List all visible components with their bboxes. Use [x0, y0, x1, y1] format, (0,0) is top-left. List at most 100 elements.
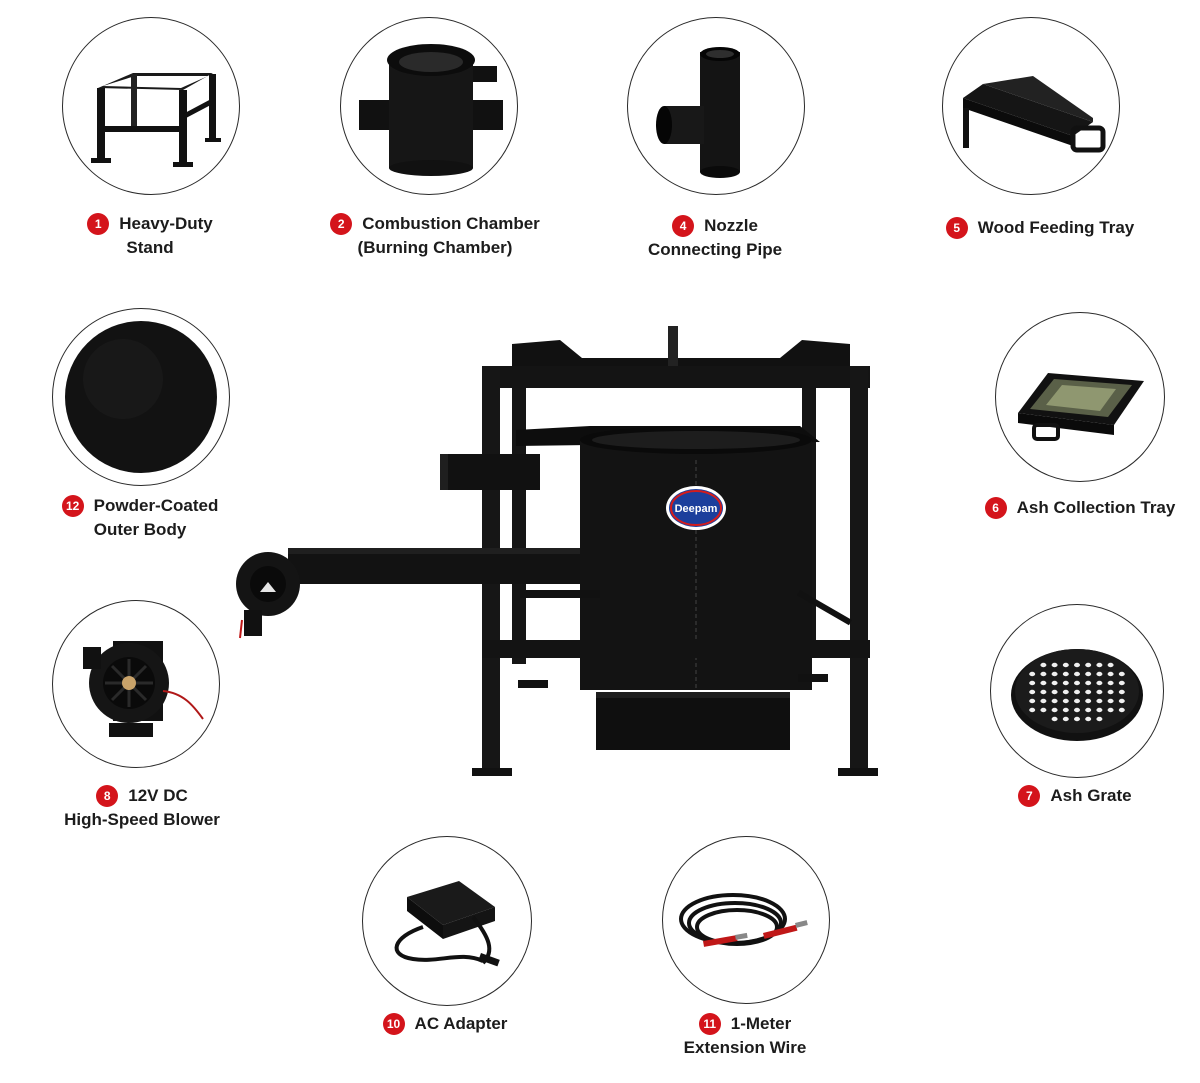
grate-hole: [1085, 698, 1092, 704]
caption-line1: 1-Meter: [730, 1014, 792, 1033]
grate-hole: [1118, 707, 1125, 713]
stand-icon: [62, 17, 240, 195]
grate-hole: [1051, 707, 1058, 713]
ash-tray-icon: [995, 312, 1165, 482]
badge-number: 4: [672, 215, 695, 237]
caption-line2: Extension Wire: [683, 1038, 807, 1057]
feeding-tray-icon: [942, 17, 1120, 195]
grate-hole: [1051, 680, 1058, 686]
grate-hole: [1096, 671, 1103, 677]
badge-number: 12: [61, 495, 84, 517]
caption-nozzle-pipe: 4 Nozzle Connecting Pipe: [605, 214, 825, 262]
caption-line1: Wood Feeding Tray: [977, 218, 1135, 237]
grate-hole: [1096, 707, 1103, 713]
grate-hole: [1118, 698, 1125, 704]
grate-hole: [1074, 707, 1080, 713]
caption-stand: 1 Heavy-Duty Stand: [40, 212, 260, 260]
grate-hole: [1062, 698, 1069, 704]
grate-hole: [1096, 716, 1103, 722]
grate-hole: [1051, 698, 1058, 704]
grate-hole: [1085, 689, 1092, 695]
caption-line2: Connecting Pipe: [647, 240, 783, 259]
badge-number: 7: [1018, 785, 1041, 807]
grate-hole: [1074, 689, 1080, 695]
badge-number: 5: [945, 217, 968, 239]
blower-icon: [52, 600, 220, 768]
grate-hole: [1118, 680, 1125, 686]
grate-hole: [1062, 689, 1069, 695]
badge-number: 2: [330, 213, 353, 235]
badge-number: 1: [87, 213, 110, 235]
caption-line1: Combustion Chamber: [362, 214, 540, 233]
powder-coat-icon: [52, 308, 230, 486]
grate-hole: [1040, 689, 1047, 695]
grate-hole: [1085, 662, 1092, 668]
badge-number: 11: [698, 1013, 721, 1035]
caption-combustion-chamber: 2 Combustion Chamber (Burning Chamber): [305, 212, 565, 260]
grate-hole: [1062, 662, 1069, 668]
grate-hole: [1029, 698, 1036, 704]
grate-hole: [1107, 707, 1114, 713]
caption-line1: Nozzle: [704, 216, 758, 235]
caption-line1: AC Adapter: [414, 1014, 508, 1033]
grate-hole: [1051, 662, 1058, 668]
grate-hole: [1040, 698, 1047, 704]
ac-adapter-icon: [362, 836, 532, 1006]
badge-number: 6: [984, 497, 1007, 519]
grate-hole: [1040, 671, 1047, 677]
nozzle-pipe-icon: [627, 17, 805, 195]
grate-hole: [1096, 680, 1103, 686]
caption-line1: Heavy-Duty: [119, 214, 213, 233]
assembled-stove-image: Deepam: [220, 320, 900, 800]
caption-line1: Ash Collection Tray: [1016, 498, 1176, 517]
grate-hole: [1074, 680, 1080, 686]
badge-number: 8: [96, 785, 119, 807]
grate-hole: [1029, 680, 1036, 686]
grate-hole: [1074, 716, 1080, 722]
caption-blower: 8 12V DC High-Speed Blower: [22, 784, 262, 832]
grate-hole: [1040, 680, 1047, 686]
ash-grate-icon: [990, 604, 1164, 778]
grate-hole: [1074, 671, 1080, 677]
grate-hole: [1062, 707, 1069, 713]
caption-extension-wire: 11 1-Meter Extension Wire: [635, 1012, 855, 1060]
caption-line1: 12V DC: [128, 786, 188, 805]
grate-hole: [1107, 671, 1114, 677]
grate-hole: [1051, 689, 1058, 695]
brand-logo-text: Deepam: [675, 503, 718, 515]
caption-line1: Ash Grate: [1050, 786, 1132, 805]
grate-hole: [1085, 716, 1092, 722]
grate-hole: [1107, 689, 1114, 695]
caption-line2: High-Speed Blower: [64, 810, 220, 829]
grate-hole: [1107, 662, 1114, 668]
badge-number: 10: [382, 1013, 405, 1035]
grate-hole: [1040, 707, 1047, 713]
grate-hole: [1029, 707, 1036, 713]
extension-wire-icon: [662, 836, 830, 1004]
caption-line2: Outer Body: [93, 520, 187, 539]
grate-hole: [1029, 671, 1036, 677]
caption-line1: Powder-Coated: [93, 496, 219, 515]
grate-hole: [1085, 680, 1092, 686]
grate-hole: [1051, 671, 1058, 677]
caption-line2: Stand: [126, 238, 174, 257]
caption-ash-grate: 7 Ash Grate: [960, 784, 1190, 808]
grate-hole: [1118, 689, 1125, 695]
grate-hole: [1096, 698, 1103, 704]
grate-hole: [1062, 680, 1069, 686]
grate-hole: [1085, 671, 1092, 677]
caption-ash-tray: 6 Ash Collection Tray: [965, 496, 1195, 520]
grate-hole: [1085, 707, 1092, 713]
combustion-chamber-icon: [340, 17, 518, 195]
grate-hole: [1118, 671, 1125, 677]
caption-line2: (Burning Chamber): [357, 238, 513, 257]
grate-hole: [1062, 716, 1069, 722]
grate-hole: [1096, 689, 1103, 695]
caption-ac-adapter: 10 AC Adapter: [340, 1012, 550, 1036]
grate-hole: [1062, 671, 1069, 677]
grate-hole: [1074, 662, 1080, 668]
caption-powder-coat: 12 Powder-Coated Outer Body: [30, 494, 250, 542]
grate-hole: [1074, 698, 1080, 704]
grate-hole: [1107, 680, 1114, 686]
caption-feeding-tray: 5 Wood Feeding Tray: [910, 216, 1170, 240]
